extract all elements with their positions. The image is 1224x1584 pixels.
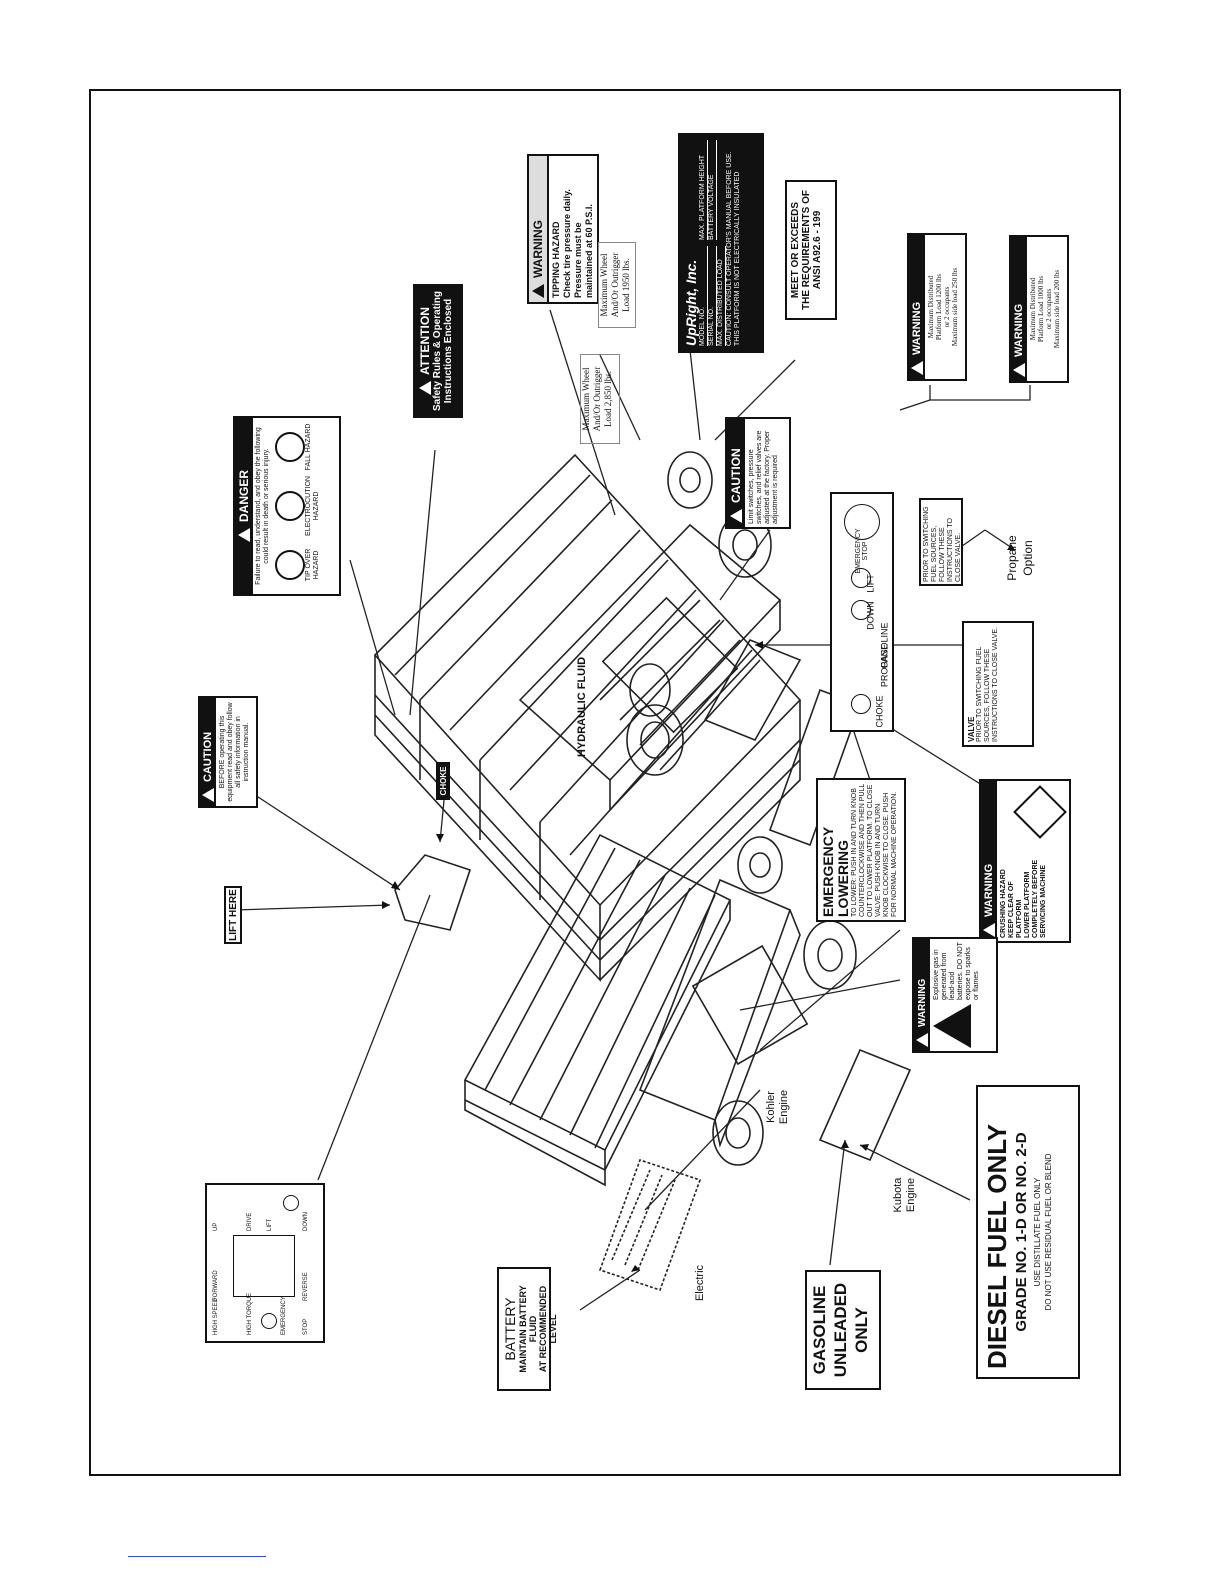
- tip-over-icon: [275, 549, 305, 580]
- warning-triangle-icon: [1013, 363, 1025, 377]
- warning-triangle-icon: [532, 284, 544, 298]
- kubota-engine-outline: [818, 1048, 912, 1162]
- warning-triangle-icon: [419, 380, 431, 395]
- emergency-stop-button-icon: [844, 504, 880, 540]
- valve-instruction-decal: VALVE PRIOR TO SWITCHING FUEL SOURCES, F…: [962, 621, 1034, 747]
- electric-label: Electric: [694, 1264, 706, 1302]
- footer-rule: [128, 1556, 266, 1557]
- page-frame: [89, 89, 1121, 1476]
- control-label-choke: CHOKE: [874, 695, 885, 728]
- gasoline-unleaded-decal: GASOLINE UNLEADED ONLY: [805, 1270, 881, 1390]
- drive-control-panel-decal: HIGH SPEED HIGH TORQUE FORWARD EMERGENCY…: [205, 1183, 325, 1343]
- lower-chassis: [638, 878, 809, 1148]
- emergency-lowering-decal: EMERGENCY LOWERING TO LOWER: PUSH IN AND…: [816, 778, 906, 922]
- danger-decal: DANGER Failure to read, understand, and …: [233, 416, 341, 596]
- wheel-load-1950-decal: Maximum Wheel And/Or Outrigger Load 1950…: [598, 242, 636, 328]
- high-torque-button-icon: [261, 1313, 277, 1329]
- control-label-down: DOWN: [865, 601, 876, 630]
- down-button-icon: [851, 600, 871, 620]
- lift-here-decal: LIFT HERE: [224, 886, 242, 944]
- kohler-engine-label: Kohler Engine: [765, 1089, 790, 1125]
- ansi-decal: MEET OR EXCEEDS THE REQUIREMENTS OF ANSI…: [785, 180, 837, 320]
- warning-triangle-icon: [911, 361, 923, 375]
- arrow-heads: [382, 544, 1015, 1272]
- danger-triangle-icon: [238, 528, 250, 543]
- lower-platform-guardrail: [463, 833, 732, 1187]
- battery-decal: BATTERY MAINTAIN BATTERY FLUID AT RECOMM…: [497, 1267, 558, 1391]
- warning-triangle-icon: [202, 788, 214, 802]
- upright-serial-plate: UpRight, Inc. MODEL NO. SERIAL NO. MAX. …: [678, 133, 764, 353]
- electrocution-icon: [275, 491, 305, 521]
- electric-battery-outline: [598, 1158, 702, 1292]
- warning-load-1000-decal: WARNING Maximum Distributed Platform Loa…: [1009, 235, 1069, 383]
- warning-load-1200-decal: WARNING Maximum Distributed Platform Loa…: [907, 233, 967, 381]
- explosion-hazard-icon: [933, 1004, 971, 1048]
- fall-icon: [275, 432, 305, 463]
- warning-tipping-decal: WARNING TIPPING HAZARD Check tire pressu…: [527, 154, 599, 304]
- drive-lift-button-icon: [283, 1195, 299, 1211]
- lift-button-icon: [851, 568, 871, 588]
- warning-explosion-decal: WARNING Explosive gas in generated from …: [912, 937, 998, 1053]
- control-label-propane: PROPANE: [879, 643, 890, 688]
- warning-triangle-icon: [983, 923, 995, 937]
- upper-platform-guardrail: [373, 453, 802, 983]
- choke-button-icon: [851, 694, 871, 714]
- attention-decal: ATTENTION Safety Rules & Operating Instr…: [413, 284, 463, 418]
- hydraulic-fluid-label: HYDRAULIC FLUID: [576, 656, 588, 758]
- choke-decal: CHOKE: [436, 762, 450, 800]
- kubota-engine-label: Kubota Engine: [892, 1177, 917, 1213]
- warning-triangle-icon: [916, 1033, 928, 1047]
- warning-crushing-decal: WARNING CRUSHING HAZARD KEEP CLEAR OF PL…: [979, 779, 1071, 943]
- propane-small-decal: PRIOR TO SWITCHING FUEL SOURCES, FOLLOW …: [919, 498, 963, 586]
- engine-door-outline: [703, 638, 802, 742]
- choke-housing-outline: [394, 854, 472, 931]
- control-label-lift: LIFT: [865, 574, 876, 593]
- propane-option-label: Propane Option: [1005, 535, 1035, 581]
- leader-lines: [234, 309, 1031, 1311]
- caution-limit-switch-decal: CAUTION Limit switches, pressure switche…: [725, 417, 791, 529]
- caution-operating-decal: CAUTION BEFORE operating this equipment …: [198, 696, 258, 808]
- warning-triangle-icon: [730, 509, 742, 523]
- control-panel-decal: EMERGENCY STOP: [830, 492, 894, 732]
- wheel-load-2850-decal: Maximum Wheel And/Or Outrigger Load 2,85…: [580, 354, 620, 444]
- upper-chassis: [518, 523, 782, 813]
- diesel-fuel-decal: DIESEL FUEL ONLY GRADE NO. 1-D OR NO. 2-…: [976, 1085, 1080, 1379]
- joystick-outline-icon: [233, 1235, 295, 1297]
